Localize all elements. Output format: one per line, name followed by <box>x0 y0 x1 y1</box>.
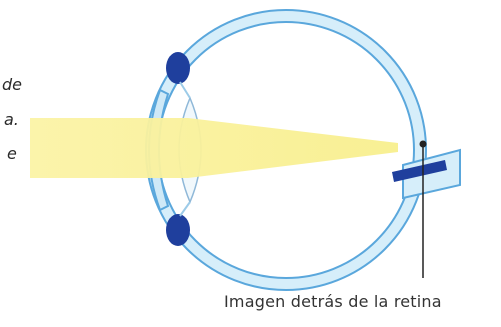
left-text-a: a. <box>4 112 19 128</box>
iris-top <box>166 52 190 84</box>
image-caption: Imagen detrás de la retina <box>224 292 442 311</box>
iris-bottom <box>166 214 190 246</box>
left-text-e: e <box>7 146 17 162</box>
left-text-de: de <box>2 77 22 93</box>
